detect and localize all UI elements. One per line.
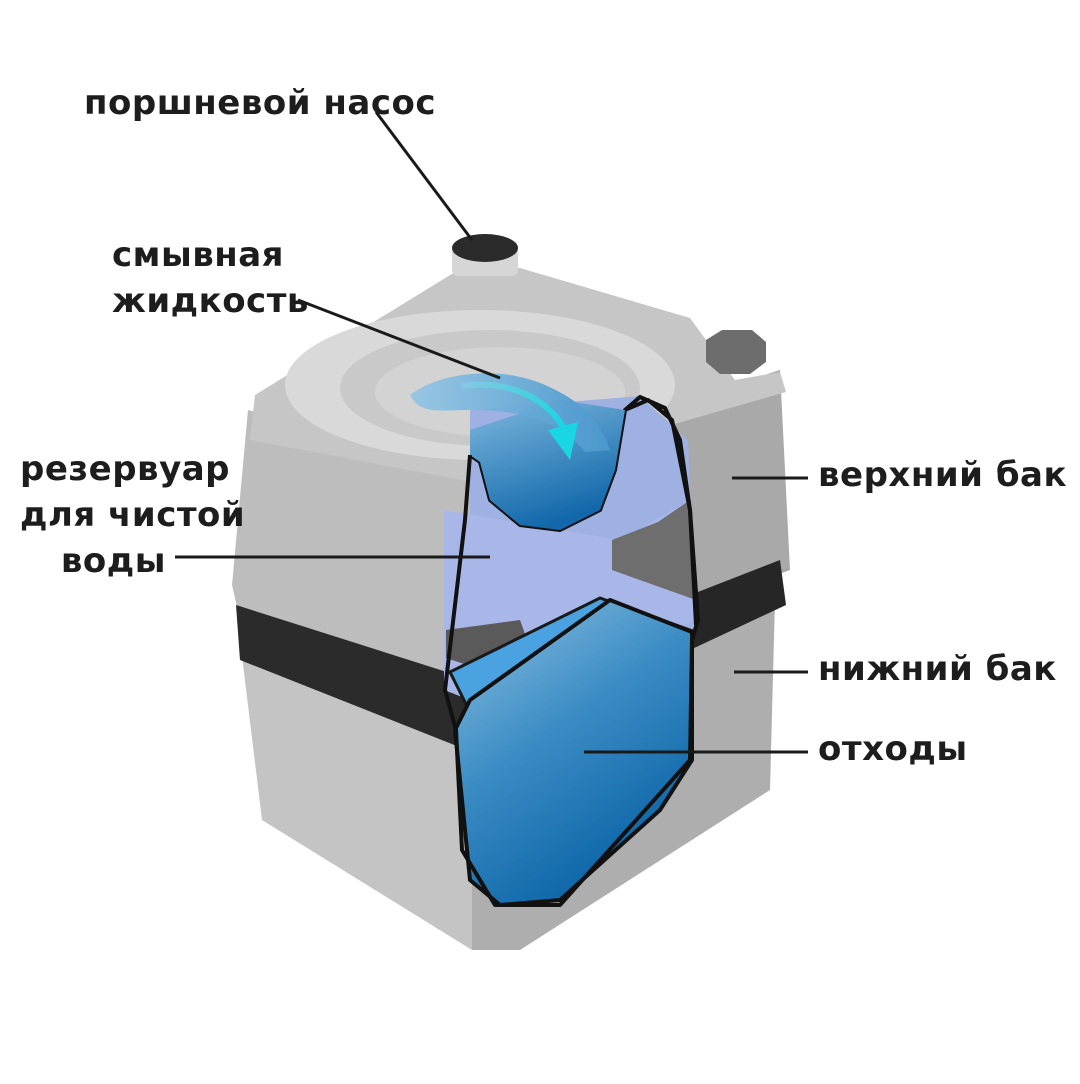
flush-stream [410, 373, 610, 452]
side-knob [706, 330, 766, 374]
label-upper-tank: верхний бак [818, 455, 1068, 495]
label-piston-pump: поршневой насос [84, 83, 436, 123]
waste-volume [453, 598, 694, 907]
label-reservoir-line-3: воды [60, 541, 166, 581]
pump-cap [452, 234, 518, 262]
label-flush-fluid-line-2: жидкость [112, 281, 309, 321]
seal-band-front [236, 605, 472, 752]
cutaway-outline [443, 395, 700, 907]
label-flush-fluid-line-1: смывная [112, 235, 284, 275]
label-reservoir-line-1: резервуар [20, 449, 231, 489]
inner-wall-shadow [612, 500, 696, 600]
label-reservoir-line-2: для чистой [20, 495, 246, 535]
label-flush-fluid: смывная жидкость [112, 232, 309, 324]
leader-flush [297, 298, 501, 380]
label-clean-water-reservoir: резервуар для чистой воды [20, 446, 246, 584]
valve-housing [446, 620, 530, 668]
flush-direction-arrow [461, 381, 568, 432]
label-lower-tank: нижний бак [818, 649, 1057, 689]
leader-pump [374, 111, 474, 241]
label-waste: отходы [818, 729, 968, 769]
flush-arrow-head [548, 422, 578, 460]
